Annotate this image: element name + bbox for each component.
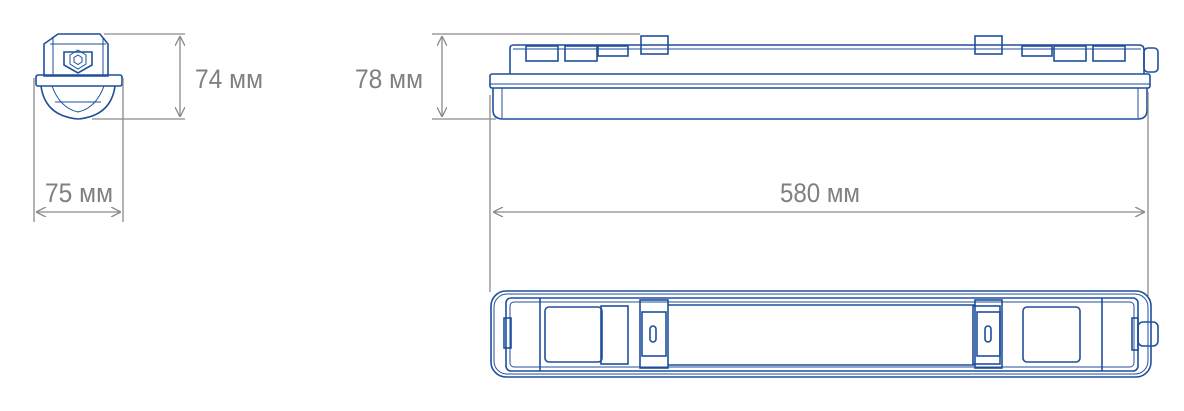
bottom-view: [490, 290, 1159, 378]
length-dimension: 580 мм: [489, 92, 1149, 296]
side-height-label: 78 мм: [355, 64, 423, 94]
mounting-clip: [974, 35, 1003, 55]
end-width-dimension: 75 мм: [33, 78, 124, 222]
end-height-dimension: 74 мм: [92, 33, 263, 120]
end-height-label: 74 мм: [195, 64, 263, 94]
cable-gland: [1137, 321, 1159, 347]
end-view: [35, 33, 123, 120]
side-view: [489, 35, 1159, 120]
mounting-bracket: [974, 299, 1003, 369]
mounting-bracket: [639, 299, 669, 369]
length-label: 580 мм: [780, 178, 860, 208]
mounting-clip: [640, 35, 669, 55]
cable-gland: [1143, 47, 1159, 73]
end-width-label: 75 мм: [45, 178, 113, 208]
side-height-dimension: 78 мм: [355, 33, 640, 120]
